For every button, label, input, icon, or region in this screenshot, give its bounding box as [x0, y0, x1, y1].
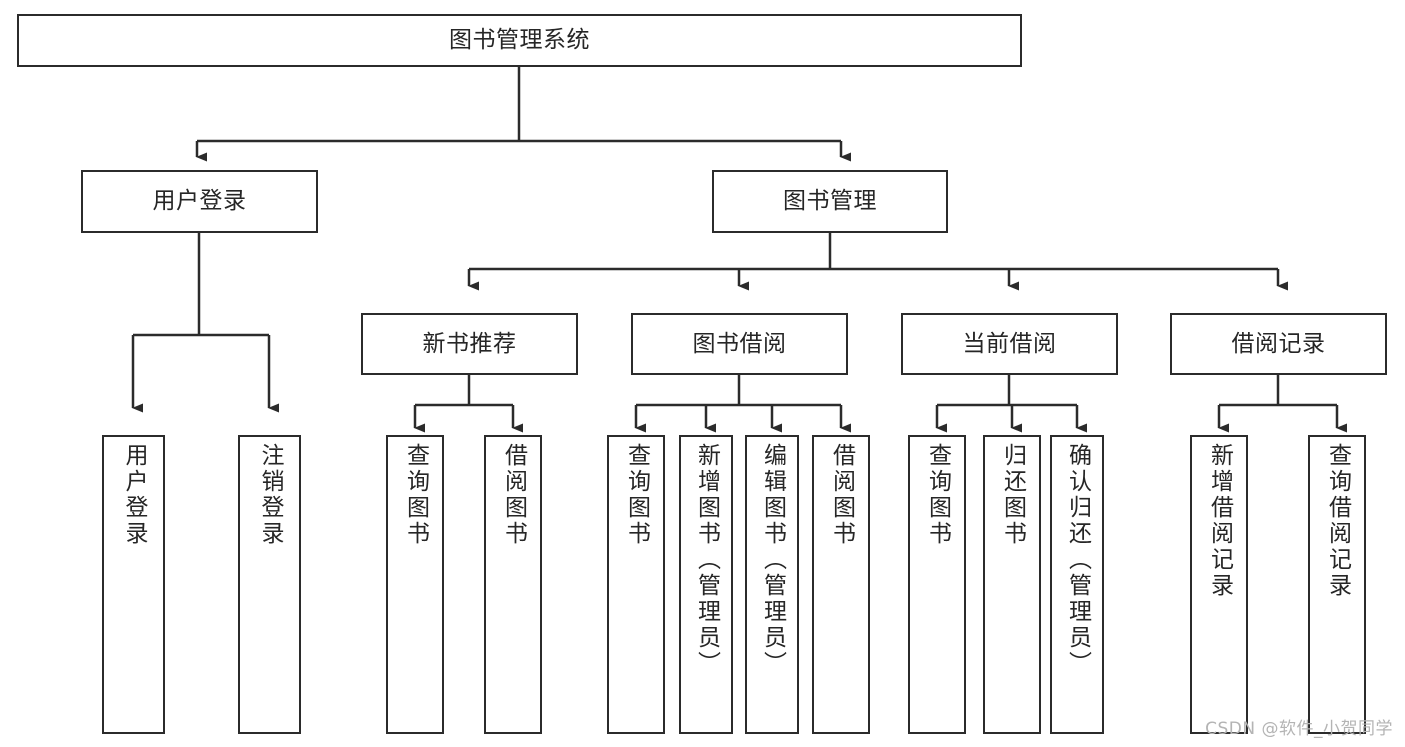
- node-user-login[interactable]: 用户登录: [81, 170, 318, 233]
- leaf-node-label: 新增图书（管理员）: [693, 443, 720, 677]
- leaf-node[interactable]: 归还图书: [983, 435, 1041, 734]
- edges-bookmgmt-to-level3: [467, 233, 1288, 291]
- leaf-node-label: 借阅图书: [500, 443, 527, 547]
- node-new-book-recommend-label: 新书推荐: [422, 330, 517, 357]
- leaf-node-label: 查询图书: [924, 443, 951, 547]
- node-new-book-recommend[interactable]: 新书推荐: [361, 313, 578, 375]
- leaf-node[interactable]: 借阅图书: [484, 435, 542, 734]
- leaf-node[interactable]: 查询图书: [386, 435, 444, 734]
- leaf-node[interactable]: 用户登录: [102, 435, 165, 734]
- leaf-node[interactable]: 查询图书: [607, 435, 665, 734]
- leaf-node-label: 归还图书: [999, 443, 1026, 547]
- leaf-node[interactable]: 查询借阅记录: [1308, 435, 1366, 734]
- leaf-node-label: 注销登录: [257, 443, 283, 547]
- edges-records-to-leaves: [1217, 375, 1347, 433]
- node-current-borrow-label: 当前借阅: [962, 330, 1057, 357]
- leaf-node-label: 编辑图书（管理员）: [759, 443, 786, 677]
- leaf-node[interactable]: 新增图书（管理员）: [679, 435, 733, 734]
- node-user-login-label: 用户登录: [152, 188, 247, 215]
- leaf-node[interactable]: 编辑图书（管理员）: [745, 435, 799, 734]
- node-borrow-records[interactable]: 借阅记录: [1170, 313, 1387, 375]
- node-book-borrow[interactable]: 图书借阅: [631, 313, 848, 375]
- leaf-node[interactable]: 确认归还（管理员）: [1050, 435, 1104, 734]
- edges-root-to-level2: [195, 67, 851, 162]
- node-current-borrow[interactable]: 当前借阅: [901, 313, 1118, 375]
- leaf-node[interactable]: 注销登录: [238, 435, 301, 734]
- leaf-node-label: 借阅图书: [828, 443, 855, 547]
- leaf-node-label: 查询图书: [623, 443, 650, 547]
- edges-userlogin-to-leaves: [131, 233, 279, 413]
- edges-newbook-to-leaves: [413, 375, 523, 433]
- node-root[interactable]: 图书管理系统: [17, 14, 1022, 67]
- leaf-node-label: 新增借阅记录: [1206, 443, 1233, 599]
- leaf-node[interactable]: 查询图书: [908, 435, 966, 734]
- node-borrow-records-label: 借阅记录: [1231, 330, 1326, 357]
- leaf-node-label: 查询借阅记录: [1324, 443, 1351, 599]
- leaf-node-label: 用户登录: [121, 443, 147, 547]
- node-book-management-label: 图书管理: [783, 188, 877, 215]
- edges-borrow-to-leaves: [634, 375, 851, 433]
- leaf-node[interactable]: 新增借阅记录: [1190, 435, 1248, 734]
- edges-current-to-leaves: [935, 375, 1087, 433]
- leaf-node-label: 确认归还（管理员）: [1064, 443, 1091, 677]
- node-book-management[interactable]: 图书管理: [712, 170, 948, 233]
- leaf-node-label: 查询图书: [402, 443, 429, 547]
- leaf-node[interactable]: 借阅图书: [812, 435, 870, 734]
- node-book-borrow-label: 图书借阅: [692, 330, 787, 357]
- node-root-label: 图书管理系统: [449, 27, 590, 54]
